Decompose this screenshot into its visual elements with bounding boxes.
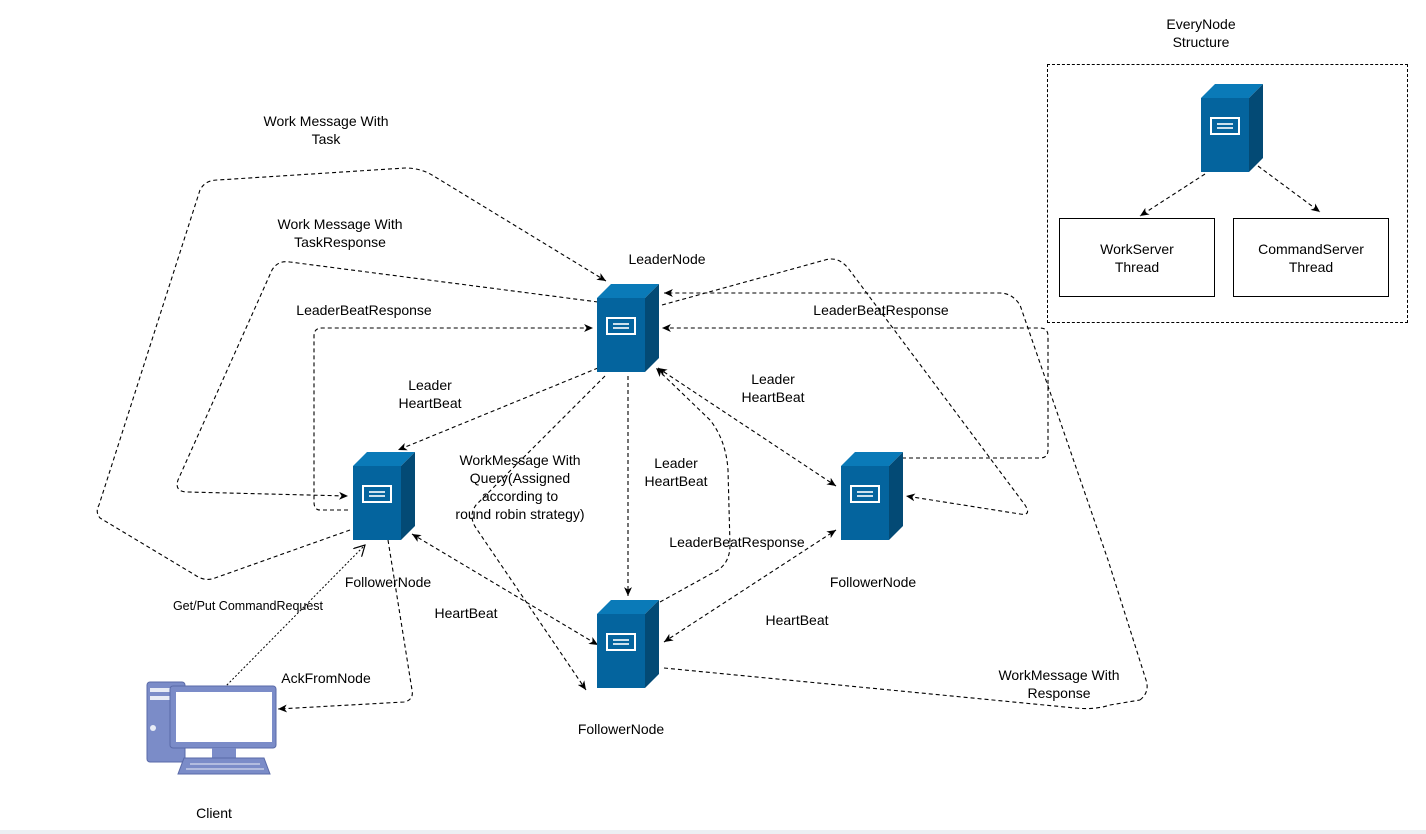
client-computer-icon <box>146 681 277 775</box>
label-work-message-taskresponse: Work Message With TaskResponse <box>277 216 403 250</box>
label-leader-heartbeat-mid: Leader HeartBeat <box>644 455 708 489</box>
label-heartbeat-left: HeartBeat <box>434 605 498 621</box>
edge-leaderbeat-response-left <box>313 324 593 511</box>
edge-workmessage-query <box>471 375 606 691</box>
edge-leaderbeat-response-right <box>662 324 1049 459</box>
edge-work-message-task <box>96 167 607 581</box>
edge-heartbeat-left <box>411 533 599 646</box>
follower-left-label: FollowerNode <box>344 574 432 590</box>
label-leaderbeat-response-right: LeaderBeatResponse <box>813 302 949 318</box>
follower-bottom-server-icon <box>596 599 660 689</box>
label-get-put: Get/Put CommandRequest <box>172 599 324 613</box>
follower-right-server-icon <box>840 451 904 541</box>
label-heartbeat-right: HeartBeat <box>765 612 829 628</box>
structure-title: EveryNode Structure <box>1166 16 1236 50</box>
leader-node-label: LeaderNode <box>628 251 706 267</box>
follower-bottom-label: FollowerNode <box>577 721 665 737</box>
commandserver-thread-box: CommandServer Thread <box>1233 218 1389 297</box>
follower-right-label: FollowerNode <box>829 574 917 590</box>
edge-ack-from-node <box>277 539 413 713</box>
label-leaderbeat-response-mid: LeaderBeatResponse <box>669 534 805 550</box>
edge-leader-top-loop <box>664 289 1148 701</box>
label-ack-from-node: AckFromNode <box>281 670 371 686</box>
label-leader-heartbeat-right: Leader HeartBeat <box>741 371 805 405</box>
bottom-border <box>0 830 1426 834</box>
label-leader-heartbeat-left: Leader HeartBeat <box>398 377 462 411</box>
everynode-structure-container <box>1047 64 1408 323</box>
workserver-thread-box: WorkServer Thread <box>1059 218 1215 297</box>
edge-workmessage-response <box>663 667 1141 710</box>
leader-node-server-icon <box>596 283 660 373</box>
client-label: Client <box>196 805 232 821</box>
edge-work-message-taskresponse <box>176 261 599 500</box>
edge-get-put <box>223 545 365 689</box>
label-workmessage-response: WorkMessage With Response <box>998 667 1120 701</box>
label-leaderbeat-response-left: LeaderBeatResponse <box>296 302 432 318</box>
label-workmessage-query: WorkMessage With Query(Assigned accordin… <box>455 452 585 522</box>
label-work-message-task: Work Message With Task <box>263 113 389 147</box>
follower-left-server-icon <box>352 451 416 541</box>
edge-heartbeat-right <box>663 529 837 643</box>
edge-structure-workserver <box>1139 173 1206 217</box>
edge-leader-heartbeat-right <box>657 367 837 487</box>
edge-leader-heartbeat-left <box>397 367 599 451</box>
edge-structure-commandserver <box>1257 165 1321 213</box>
